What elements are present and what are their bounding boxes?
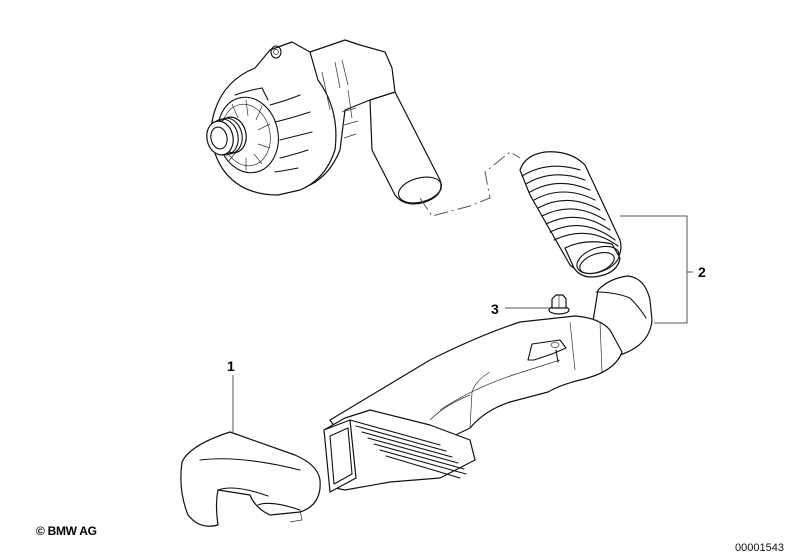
connection-line: [419, 151, 521, 217]
bellows-hose-illustration[interactable]: [519, 151, 623, 279]
copyright-notice: © BMW AG: [36, 524, 97, 538]
callout-leaders: [232, 215, 693, 432]
end-cap-illustration[interactable]: [180, 431, 321, 527]
callout-1[interactable]: 1: [227, 358, 235, 374]
callout-2[interactable]: 2: [698, 264, 706, 280]
callout-3[interactable]: 3: [491, 301, 499, 317]
alternator-illustration[interactable]: [204, 39, 445, 207]
hex-nut-illustration[interactable]: [548, 294, 570, 315]
document-number: 00001543: [735, 542, 784, 554]
air-duct-illustration[interactable]: [323, 275, 653, 493]
